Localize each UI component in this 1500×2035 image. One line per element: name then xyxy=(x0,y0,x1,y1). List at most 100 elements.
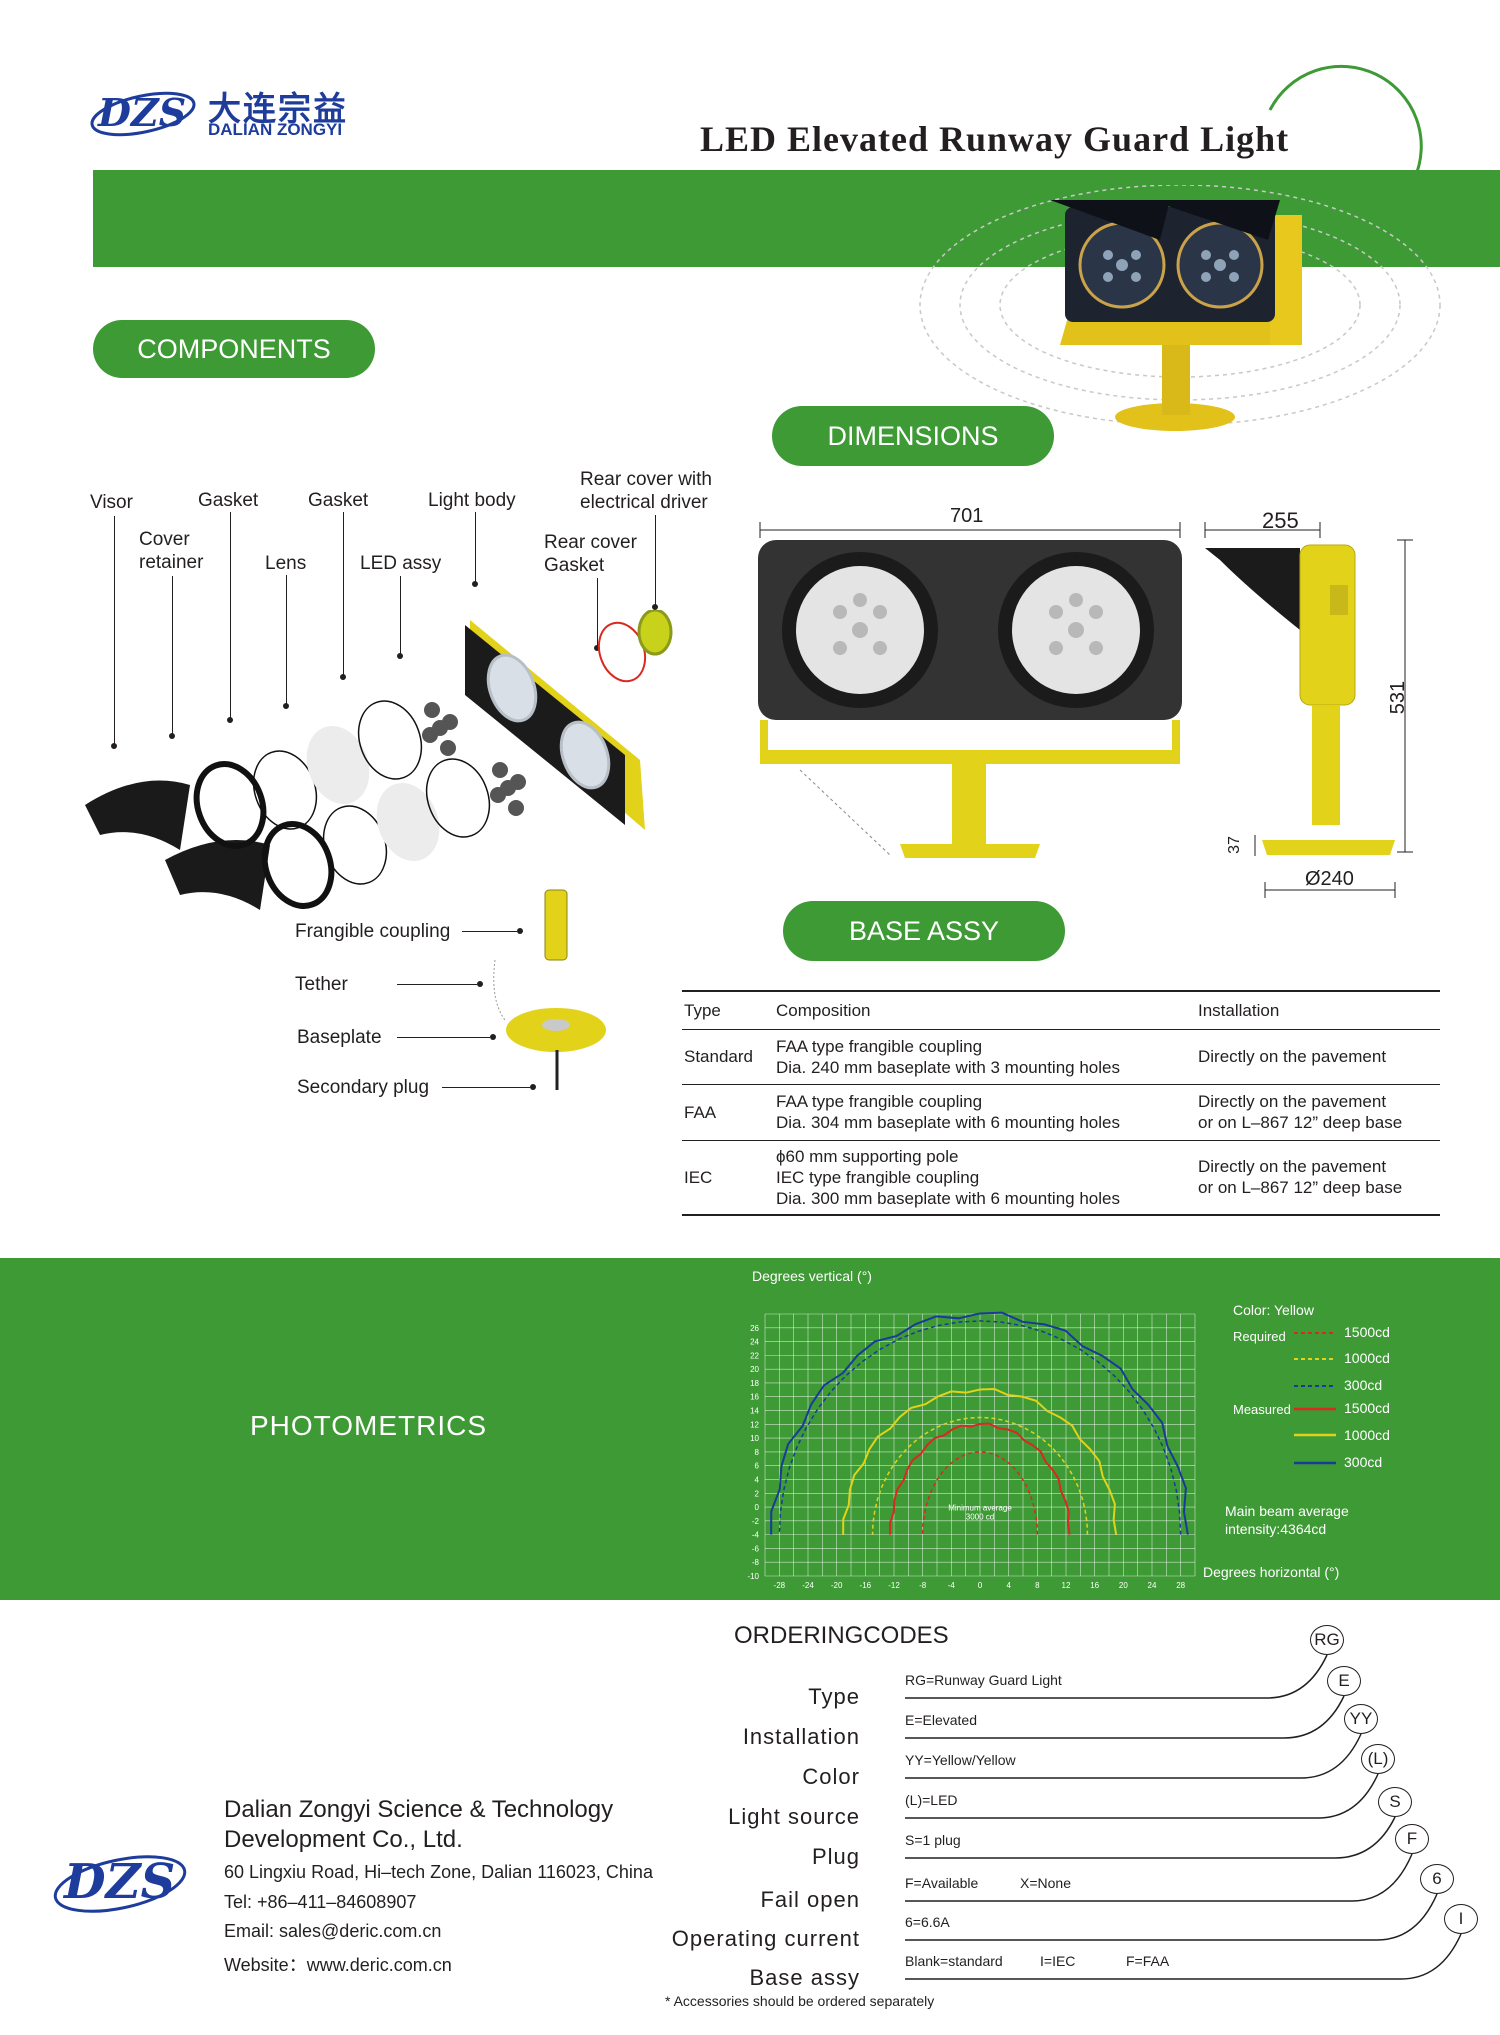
main-beam-line-2: intensity:4364cd xyxy=(1225,1521,1327,1537)
table-cell: Dia. 240 mm baseplate with 3 mounting ho… xyxy=(776,1057,1120,1077)
x-tick-label: 12 xyxy=(1062,1581,1071,1590)
label-visor: Visor xyxy=(90,492,133,513)
brand-cn: 大连宗益 xyxy=(208,89,348,128)
table-cell: Dia. 304 mm baseplate with 6 mounting ho… xyxy=(776,1113,1120,1132)
table-row: Standard FAA type frangible coupling Dia… xyxy=(682,1029,1440,1084)
company-name-2: Development Co., Ltd. xyxy=(224,1826,463,1853)
series-line xyxy=(778,1320,1182,1535)
base-assy-pill: BASE ASSY xyxy=(783,901,1065,961)
table-cell: or on L–867 12” deep base xyxy=(1198,1113,1403,1132)
code-label: Fail open xyxy=(760,1887,860,1912)
code-leader-line xyxy=(905,1816,1396,1859)
photometrics-title: PHOTOMETRICS xyxy=(250,1410,488,1441)
label-rear-cover-1: Rear cover with xyxy=(580,469,712,490)
company-email: Email: sales@deric.com.cn xyxy=(224,1921,442,1941)
x-tick-label: -28 xyxy=(774,1581,786,1590)
code-description: RG=Runway Guard Light xyxy=(905,1672,1062,1688)
code-circle: RG xyxy=(1310,1625,1344,1655)
code-description: Blank=standard xyxy=(905,1953,1003,1969)
y-tick-label: 2 xyxy=(755,1489,760,1498)
y-tick-label: -2 xyxy=(752,1517,760,1526)
main-beam-line-1: Main beam average xyxy=(1225,1503,1349,1519)
table-cell: FAA xyxy=(684,1102,717,1122)
code-circle: 6 xyxy=(1420,1864,1454,1894)
label-lens: Lens xyxy=(265,553,307,574)
product-hero-image xyxy=(919,185,1441,431)
code-label: Operating current xyxy=(671,1926,860,1951)
code-leader-line xyxy=(905,1733,1362,1779)
table-header-composition: Composition xyxy=(776,1000,871,1020)
label-frangible-coupling: Frangible coupling xyxy=(295,921,451,942)
legend-color-label: Color: Yellow xyxy=(1233,1302,1314,1318)
x-tick-label: -24 xyxy=(802,1581,814,1590)
legend-required: Required xyxy=(1233,1329,1286,1344)
company-name-1: Dalian Zongyi Science & Technology xyxy=(224,1796,614,1823)
table-cell: or on L–867 12” deep base xyxy=(1198,1178,1403,1198)
label-cover-retainer-2: retainer xyxy=(139,552,204,573)
code-label: Color xyxy=(802,1764,860,1789)
logo-dzs-text: DZS xyxy=(98,90,187,135)
y-tick-label: 16 xyxy=(750,1393,759,1402)
chart-x-title: Degrees horizontal (°) xyxy=(1203,1564,1340,1580)
y-tick-label: 20 xyxy=(750,1365,759,1374)
company-website: Website：www.deric.com.cn xyxy=(224,1955,452,1975)
legend-meas-300: 300cd xyxy=(1344,1454,1383,1470)
table-header-installation: Installation xyxy=(1198,1000,1280,1020)
exploded-view-drawing xyxy=(85,610,673,910)
code-circle: S xyxy=(1378,1787,1412,1817)
company-tel: Tel: +86–411–84608907 xyxy=(224,1892,417,1912)
base-assy-table: Type Composition Installation Standard F… xyxy=(682,990,1440,1216)
label-secondary-plug: Secondary plug xyxy=(297,1077,430,1098)
label-tether: Tether xyxy=(295,974,348,995)
code-label: Light source xyxy=(728,1804,860,1829)
company-address: 60 Lingxiu Road, Hi–tech Zone, Dalian 11… xyxy=(224,1862,653,1882)
y-tick-label: 26 xyxy=(750,1324,759,1333)
ordering-title: ORDERINGCODES xyxy=(734,1622,949,1649)
legend-meas-1500: 1500cd xyxy=(1344,1400,1390,1416)
label-led-assy: LED assy xyxy=(360,553,442,574)
y-tick-label: 10 xyxy=(750,1434,759,1443)
table-row: FAA FAA type frangible coupling Dia. 304… xyxy=(682,1084,1440,1140)
table-header-row: Type Composition Installation xyxy=(682,991,1440,1029)
brand-en: DALIAN ZONGYI xyxy=(208,120,343,139)
series-line xyxy=(871,1416,1089,1535)
x-tick-label: 24 xyxy=(1148,1581,1157,1590)
table-cell: Standard xyxy=(684,1047,753,1066)
x-tick-label: 20 xyxy=(1119,1581,1128,1590)
x-tick-label: 8 xyxy=(1035,1581,1040,1590)
y-tick-label: -6 xyxy=(752,1544,760,1553)
label-baseplate: Baseplate xyxy=(297,1027,382,1048)
table-cell: FAA type frangible coupling xyxy=(776,1092,983,1111)
x-tick-label: 0 xyxy=(978,1581,983,1590)
base-parts-drawing xyxy=(493,889,606,1090)
table-header-type: Type xyxy=(684,1000,721,1020)
y-tick-label: 14 xyxy=(750,1407,759,1416)
dim-height: 531 xyxy=(1387,680,1410,715)
legend-req-1500: 1500cd xyxy=(1344,1324,1390,1340)
footer-logo-text: DZS xyxy=(64,1854,176,1910)
legend-req-300: 300cd xyxy=(1344,1377,1383,1393)
x-tick-label: 4 xyxy=(1006,1581,1011,1590)
code-description: F=FAA xyxy=(1126,1953,1170,1969)
footer-logo: DZS xyxy=(50,1842,190,1922)
code-description: F=Available xyxy=(905,1875,979,1891)
table-cell: FAA type frangible coupling xyxy=(776,1036,983,1056)
page-title: LED Elevated Runway Guard Light xyxy=(700,119,1290,159)
y-tick-label: 6 xyxy=(755,1462,760,1471)
code-circle: YY xyxy=(1344,1704,1378,1734)
dim-base-diameter: Ø240 xyxy=(1305,868,1354,890)
series-line xyxy=(921,1451,1039,1535)
dim-base-height: 37 xyxy=(1225,836,1243,854)
code-leader-line xyxy=(905,1933,1462,1980)
label-gasket-1: Gasket xyxy=(198,490,259,511)
x-tick-label: -8 xyxy=(919,1581,927,1590)
label-rear-gasket-2: Gasket xyxy=(544,555,605,576)
dimensions-pill: DIMENSIONS xyxy=(772,406,1054,466)
code-leader-line xyxy=(905,1654,1328,1699)
y-tick-label: 18 xyxy=(750,1379,759,1388)
y-tick-label: 22 xyxy=(750,1351,759,1360)
y-tick-label: -10 xyxy=(747,1572,759,1581)
table-cell: Directly on the pavement xyxy=(1198,1092,1387,1111)
code-description: I=IEC xyxy=(1040,1953,1076,1969)
